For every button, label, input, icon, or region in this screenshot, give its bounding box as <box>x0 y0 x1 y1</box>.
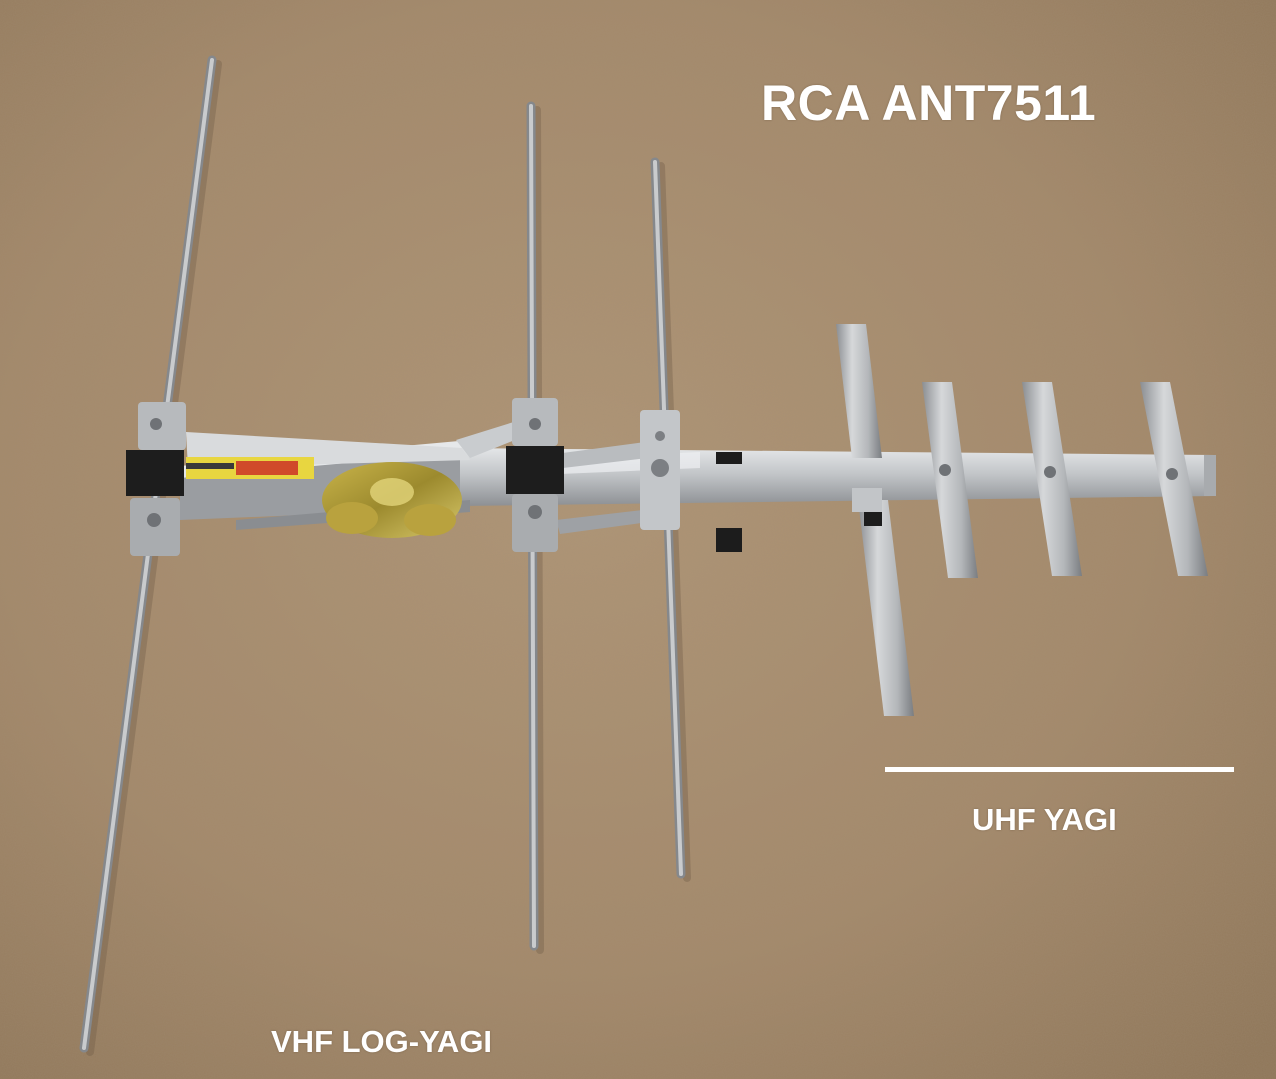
middle-element-clamp <box>506 398 564 552</box>
uhf-section-underline <box>885 767 1234 772</box>
uhf-element-2 <box>922 382 978 578</box>
uhf-yagi-label: UHF YAGI <box>972 802 1117 837</box>
uhf-element-3 <box>1022 382 1082 576</box>
uhf-element-1-upper <box>836 324 882 458</box>
vhf-log-yagi-label: VHF LOG-YAGI <box>271 1024 493 1059</box>
uhf-directors <box>836 324 1208 716</box>
feed-assembly <box>186 420 664 538</box>
uhf-element-1-lower <box>858 500 914 716</box>
front-element-clamp <box>640 410 680 530</box>
antenna-model-title: RCA ANT7511 <box>761 75 1097 131</box>
rear-element-clamp <box>126 402 186 556</box>
